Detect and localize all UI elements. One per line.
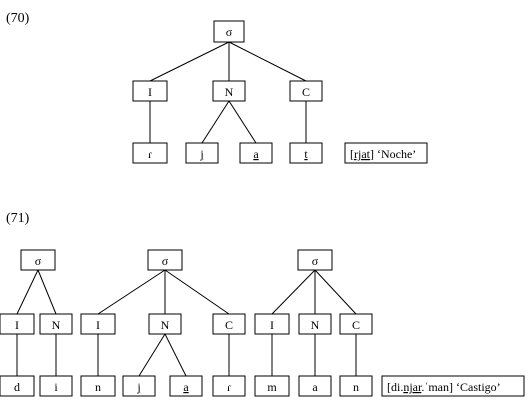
- segment-node: ɾ: [212, 375, 246, 397]
- onset-node: I: [80, 313, 116, 335]
- example-70: (70) σ I N C ɾ: [6, 11, 428, 164]
- segment-node: a: [169, 375, 203, 397]
- syllable-node: σ: [20, 249, 56, 271]
- segment-node: j: [185, 142, 219, 164]
- svg-text:j: j: [199, 147, 203, 161]
- example-71: (71) σ: [0, 211, 525, 397]
- onset-node: I: [254, 313, 290, 335]
- segment-node: a: [298, 375, 332, 397]
- segment-node: n: [339, 375, 373, 397]
- nucleus-node: N: [298, 313, 332, 335]
- coda-node: C: [212, 313, 246, 335]
- nucleus-node: N: [39, 313, 73, 335]
- tree-lines-70: [149, 41, 307, 144]
- syllable-node: σ: [213, 20, 245, 43]
- svg-text:σ: σ: [162, 254, 169, 268]
- svg-text:d: d: [14, 380, 20, 394]
- gloss-box: [rjat] ‘Noche’: [344, 142, 428, 164]
- svg-text:t: t: [304, 147, 308, 161]
- syllable-node: σ: [147, 249, 183, 271]
- segment-node: ɾ: [132, 142, 168, 164]
- onset-node: I: [132, 80, 168, 102]
- svg-text:N: N: [225, 85, 234, 99]
- svg-text:a: a: [312, 380, 318, 394]
- svg-text:C: C: [302, 85, 310, 99]
- svg-text:a: a: [253, 147, 259, 161]
- example-number-71: (71): [6, 211, 30, 226]
- segment-node: a: [239, 142, 273, 164]
- svg-text:C: C: [352, 318, 360, 332]
- syllable-node: σ: [297, 249, 333, 271]
- example-number-70: (70): [6, 11, 30, 26]
- onset-node: I: [0, 313, 35, 335]
- svg-text:N: N: [161, 318, 170, 332]
- svg-text:I: I: [15, 318, 19, 332]
- segment-node: m: [254, 375, 290, 397]
- svg-text:ɾ: ɾ: [148, 147, 152, 161]
- gloss-text: [rjat] ‘Noche’: [350, 147, 416, 161]
- svg-text:I: I: [96, 318, 100, 332]
- svg-text:N: N: [311, 318, 320, 332]
- svg-text:n: n: [95, 380, 101, 394]
- segment-node: t: [289, 142, 323, 164]
- segment-node: n: [80, 375, 116, 397]
- svg-text:C: C: [225, 318, 233, 332]
- svg-text:I: I: [148, 85, 152, 99]
- svg-text:I: I: [270, 318, 274, 332]
- coda-node: C: [339, 313, 373, 335]
- gloss-box: [di.njar.ˈman] ‘Castigo’: [381, 375, 525, 397]
- svg-text:i: i: [54, 380, 58, 394]
- svg-text:m: m: [267, 380, 277, 394]
- svg-text:a: a: [183, 380, 189, 394]
- nucleus-node: N: [212, 80, 246, 102]
- tree-lines-71: [16, 269, 357, 377]
- svg-text:σ: σ: [35, 254, 42, 268]
- segment-node: i: [39, 375, 73, 397]
- nucleus-node: N: [148, 313, 182, 335]
- svg-text:n: n: [353, 380, 359, 394]
- svg-text:ɾ: ɾ: [227, 380, 231, 394]
- segment-node: d: [0, 375, 35, 397]
- svg-text:σ: σ: [226, 25, 233, 39]
- svg-text:j: j: [136, 380, 140, 394]
- segment-node: j: [122, 375, 156, 397]
- gloss-text: [di.njar.ˈman] ‘Castigo’: [387, 380, 501, 394]
- svg-text:N: N: [52, 318, 61, 332]
- coda-node: C: [289, 80, 323, 102]
- svg-text:σ: σ: [312, 254, 319, 268]
